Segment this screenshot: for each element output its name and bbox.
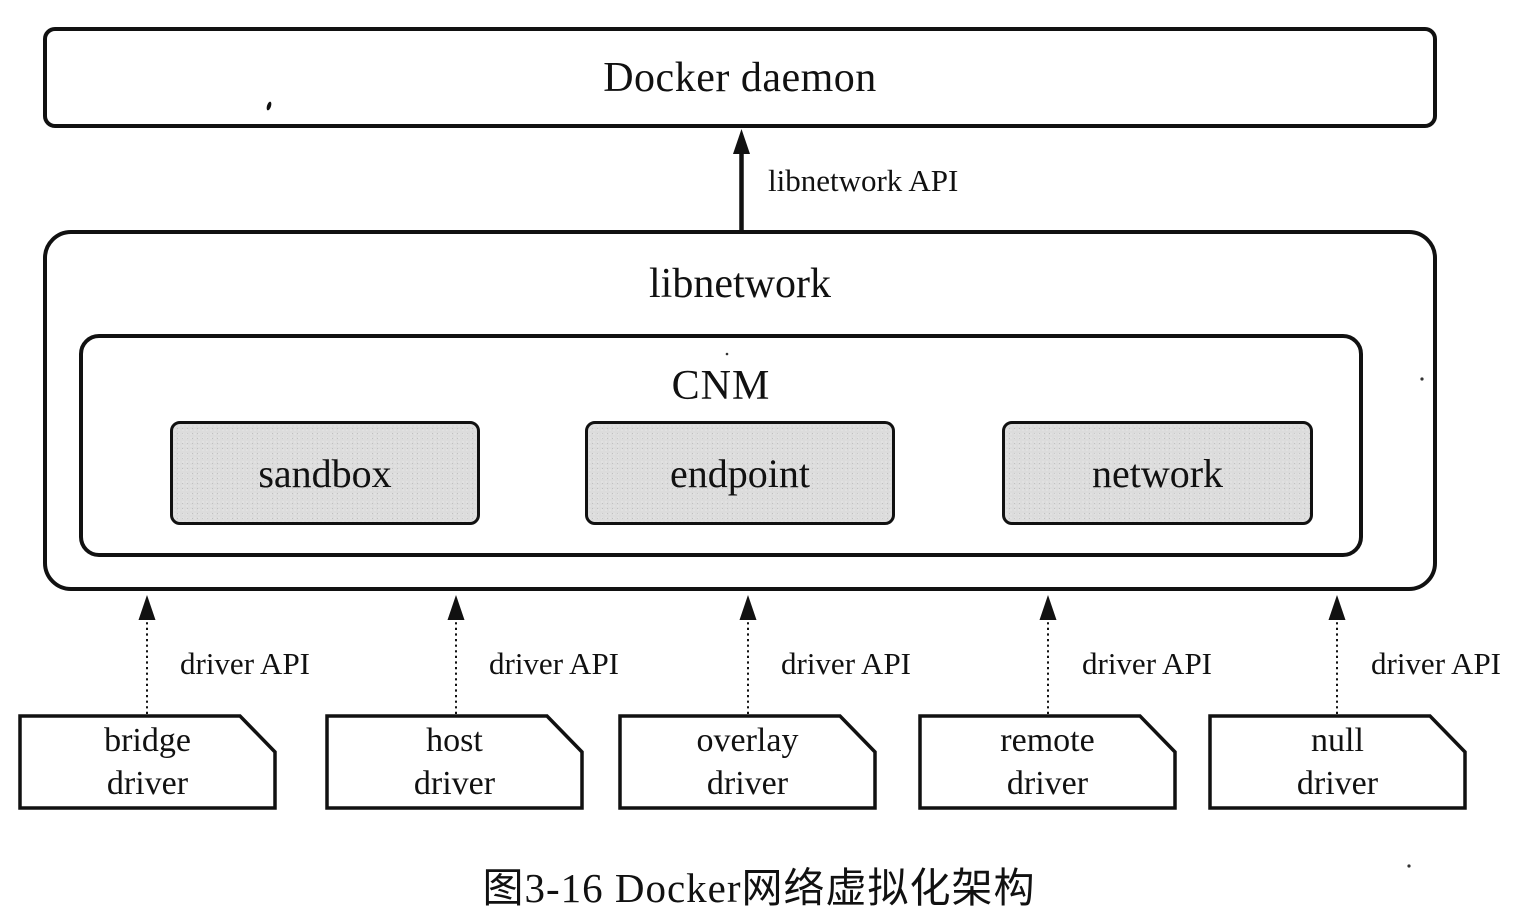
driver-api-arrow-remote	[1039, 595, 1057, 714]
remote-driver-box: remote driver	[918, 714, 1177, 810]
network-label: network	[1091, 450, 1224, 496]
bridge-driver-label: bridge driver	[104, 722, 191, 802]
endpoint-box: endpoint	[585, 421, 895, 525]
remote-driver-outline	[918, 714, 1177, 810]
docker-daemon-box: Docker daemon	[43, 27, 1437, 128]
figure-caption: 图3-16 Docker网络虚拟化架构	[482, 865, 1036, 906]
endpoint-label: endpoint	[670, 450, 810, 496]
null-driver-box: null driver	[1208, 714, 1467, 810]
libnetwork-api-arrow	[733, 129, 750, 232]
driver-api-label-bridge: driver API	[180, 646, 311, 681]
null-driver-outline	[1208, 714, 1467, 810]
docker-daemon-label: Docker daemon	[603, 54, 877, 101]
driver-api-label-remote: driver API	[1082, 646, 1213, 681]
sandbox-box: sandbox	[170, 421, 480, 525]
sandbox-label: sandbox	[258, 450, 392, 496]
driver-api-arrow-bridge	[138, 595, 156, 714]
cnm-label: CNM	[671, 363, 771, 409]
network-box: network	[1002, 421, 1313, 525]
driver-api-label-host: driver API	[489, 646, 620, 681]
driver-api-label-null: driver API	[1371, 646, 1502, 681]
overlay-driver-outline	[618, 714, 877, 810]
overlay-driver-box: overlay driver	[618, 714, 877, 810]
driver-api-arrow-overlay	[739, 595, 757, 714]
host-driver-box: host driver	[325, 714, 584, 810]
host-driver-label: host driver	[413, 722, 496, 802]
overlay-driver-label: overlay driver	[696, 722, 799, 802]
bridge-driver-box: bridge driver	[18, 714, 277, 810]
host-driver-outline	[325, 714, 584, 810]
libnetwork-label: libnetwork	[649, 261, 831, 307]
driver-api-arrow-null	[1328, 595, 1346, 714]
remote-driver-label: remote driver	[1000, 722, 1095, 802]
null-driver-label: null driver	[1296, 722, 1379, 802]
driver-api-label-overlay: driver API	[781, 646, 912, 681]
driver-api-arrow-host	[447, 595, 465, 714]
libnetwork-api-label: libnetwork API	[768, 163, 959, 198]
bridge-driver-outline	[18, 714, 277, 810]
